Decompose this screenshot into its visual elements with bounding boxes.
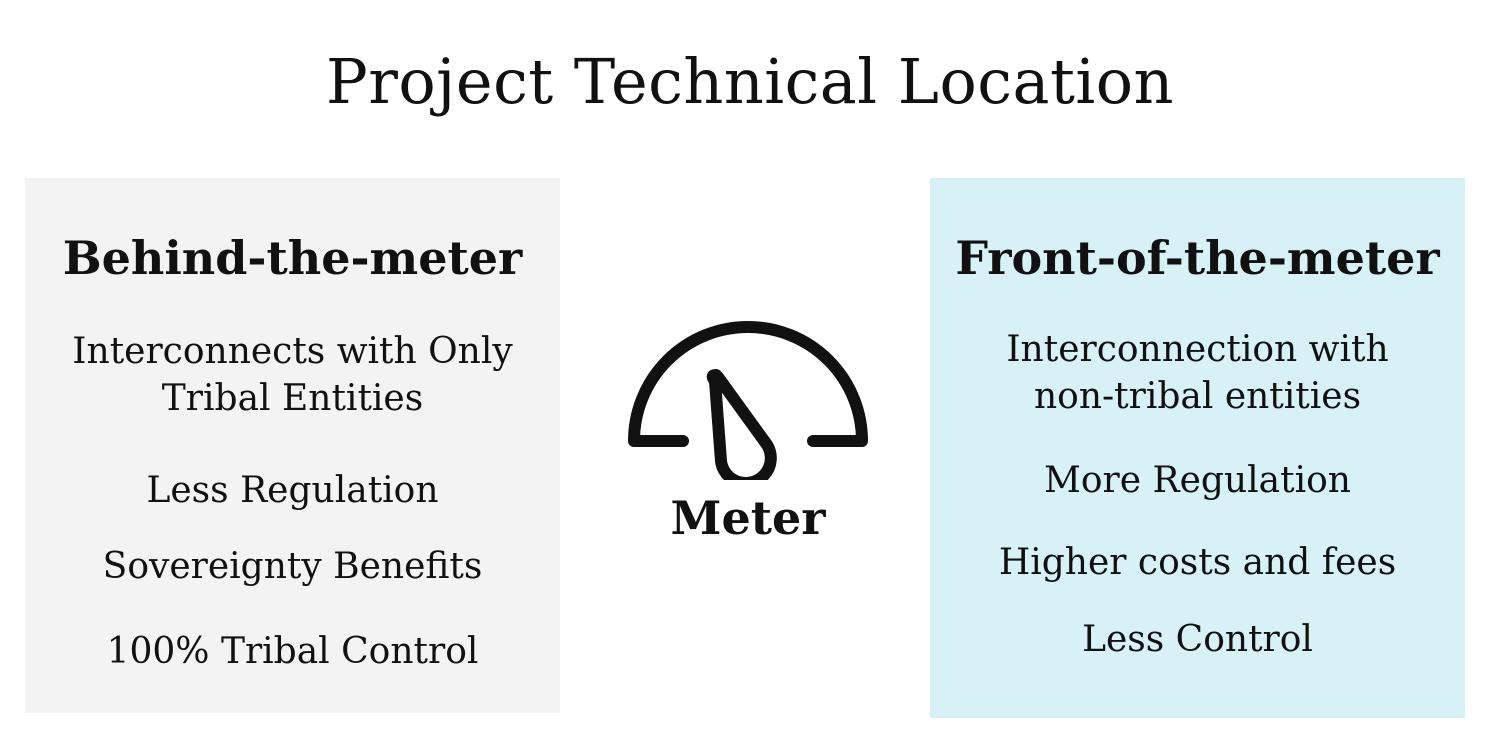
behind-item-tribal-control: 100% Tribal Control — [106, 631, 479, 672]
front-item-higher-costs: Higher costs and fees — [998, 542, 1397, 583]
front-item-non-tribal-entities: non-tribal entities — [1033, 376, 1362, 417]
front-item-less-control: Less Control — [1082, 619, 1313, 660]
behind-the-meter-heading: Behind-the-meter — [62, 231, 523, 285]
behind-item-tribal-entities: Tribal Entities — [161, 378, 424, 419]
meter-label: Meter — [670, 491, 826, 545]
front-of-the-meter-heading: Front-of-the-meter — [955, 231, 1440, 285]
behind-the-meter-panel: Behind-the-meter Interconnects with Only… — [25, 178, 560, 713]
behind-item-sovereignty-benefits: Sovereignty Benefits — [102, 546, 483, 587]
meter-icon — [620, 305, 876, 490]
behind-item-interconnects: Interconnects with Only — [72, 331, 513, 372]
front-item-more-regulation: More Regulation — [1044, 460, 1351, 501]
front-of-the-meter-panel: Front-of-the-meter Interconnection with … — [930, 178, 1465, 718]
page-title: Project Technical Location — [325, 45, 1174, 118]
behind-item-less-regulation: Less Regulation — [146, 470, 439, 511]
front-item-interconnection: Interconnection with — [1006, 329, 1389, 370]
